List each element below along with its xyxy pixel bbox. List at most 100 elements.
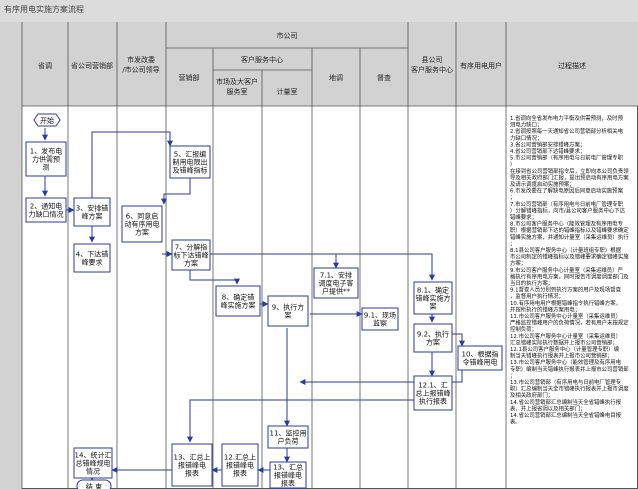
- process-description: 1.省调向全省发布电力平衡及供需预测，及时预测电力缺口；2.省调按照每一天通知省…: [510, 114, 629, 426]
- node-label: 9、执行方案: [272, 303, 304, 320]
- description-line: ；: [510, 241, 515, 247]
- title-bar: 有序用电实施方案流程: [0, 0, 638, 23]
- node-label: 9.2、执行方案: [417, 330, 449, 347]
- node-label: 5、汇报编制用电限出及错峰指标: [173, 150, 208, 175]
- description-line: 13.市公司客户服务中心（能效管理及有序用电: [510, 358, 622, 366]
- description-line: 当日的执行方案；: [510, 279, 553, 287]
- description-line: 职）汇总编制当天全市错峰执行报表并上报市调度: [510, 385, 629, 393]
- node-n5: 5、汇报编制用电限出及错峰指标: [169, 145, 211, 179]
- header-county: 县公司客户服务中心: [411, 56, 453, 74]
- description-line: 力缺口情况；: [510, 134, 542, 142]
- node-n11: 11、监控用户负荷: [267, 425, 309, 449]
- node-label: 3、安排错峰方案: [76, 204, 108, 221]
- description-line: 3.省公司营销部安排错峰方案；: [510, 140, 585, 148]
- description-line: 5.市公司营销部（有序用电与日前电厂管理专职: [510, 154, 624, 162]
- description-line: 11.市公司客户服务中心计量室（采集运维员）: [510, 312, 621, 320]
- node-n2: 2、通知电力缺口情况: [25, 197, 67, 223]
- description-line: 7.市公司营销部（有序用电与日前电厂管理专职: [510, 200, 624, 208]
- edge-n5-n6: [161, 178, 191, 205]
- description-line: 12.市公司客户服务中心计量室（采集运维员）: [510, 332, 621, 340]
- node-n13a: 13、汇总上报错峰电报表: [171, 443, 213, 487]
- node-n13b: 12.汇总上报错峰电报表: [221, 443, 259, 487]
- description-line: 方案；: [510, 259, 526, 267]
- node-n92: 9.2、执行方案: [413, 323, 453, 353]
- node-label: 10、根据指令错峰用电: [462, 350, 499, 367]
- node-label: 14、统计汇总错峰规电情况: [75, 451, 112, 476]
- start-node: 开始: [33, 113, 61, 127]
- description-line: 在接到省公司营销部指令后，立即向本公司负责领: [510, 167, 629, 175]
- description-line: 表，并上报省调以及相关部门；: [510, 404, 585, 412]
- description-line: 及请示调度启动实施预案；: [510, 180, 575, 188]
- node-label: 6、同意启动有序用电方案: [125, 212, 160, 237]
- window-title: 有序用电实施方案流程: [4, 5, 84, 14]
- description-line: ）: [510, 161, 515, 168]
- description-line: 9.1督查人员分别到执行方案的用户及现场督查: [510, 286, 622, 294]
- description-line: 2.省调按照每一天通知省公司营销部分析相关电: [510, 127, 624, 135]
- header-metering: 计量室: [277, 87, 298, 96]
- header-customer-center: 客户服务中心: [241, 55, 283, 64]
- edge-n10-n11: [299, 368, 463, 385]
- edge-n7-n8: [189, 270, 240, 285]
- svg-text:开始: 开始: [40, 116, 54, 125]
- header-marketing: 营销部: [179, 73, 200, 82]
- node-label: 13、汇总上报错峰电报表: [174, 453, 211, 478]
- node-label: 13、汇总报错峰电报表: [273, 463, 303, 488]
- node-label: 8、确定错峰实施方案: [221, 293, 256, 310]
- description-line: 6.市发改委在了解缺电原因后同意启动实施预案: [510, 187, 624, 195]
- description-line: 市公司制定的错峰指标以及错峰要求确定错峰实施: [510, 253, 629, 261]
- header-city-dev: 市发改委/市公司领导: [122, 55, 159, 74]
- description-line: 10.有序用电用户根据错峰指令执行错峰方案，: [510, 299, 621, 307]
- node-n9: 9、执行方案: [267, 295, 309, 327]
- description-line: 测电力缺口；: [510, 121, 542, 129]
- description-line: 12.1县公司客户服务中心（计量管理专职）编: [510, 345, 619, 353]
- node-n91: 9.1、现场监察: [361, 307, 399, 331]
- edge-n92-n10: [450, 333, 465, 347]
- description-line: 导及相关政府部门汇报，提出预启动有序用电方案: [510, 173, 629, 181]
- description-line: ；: [510, 195, 515, 201]
- description-line: 严格监控错峰用户的负荷情况，若有用户未按规定: [510, 319, 629, 327]
- description-line: ）分解错峰指标，向市/县公司客户服务中心下达: [510, 206, 626, 214]
- node-label: 9.1、现场监察: [364, 311, 396, 328]
- description-line: 9.市公司客户服务中心计量室（采集运维员）严: [510, 266, 624, 274]
- node-n81: 8.1、确定错峰实施方案: [413, 281, 453, 315]
- node-n71: 7.1、安排调度电子客户提供**: [313, 267, 359, 299]
- node-label: 12.汇总上报错峰电报表: [224, 453, 256, 478]
- end-node: 结 束: [76, 479, 112, 489]
- node-label: 8.1、确定错峰实施方案: [416, 286, 451, 311]
- description-line: ；: [510, 373, 515, 379]
- description-line: 13.市公司营销部（有序用电与日前电厂管理专: [510, 378, 621, 386]
- svg-text:结 束: 结 束: [86, 482, 102, 489]
- description-line: 错峰要求；: [510, 213, 537, 221]
- header-user: 有序用电用户: [460, 61, 502, 70]
- description-line: 错峰实施方案，并通知计量室（采集运维员）执行: [510, 233, 629, 241]
- description-line: 14.省公司营销部汇总编制当天全省错峰执行报: [510, 398, 622, 406]
- header-description: 过程描述: [558, 61, 586, 70]
- description-line: 1.省调向全省发布电力平衡及供需预测，及时预: [510, 114, 624, 122]
- description-line: 8.1县公司客户服务中心（计量班组专职）根据: [510, 246, 622, 254]
- description-line: 格执行有序用电方案，同时报告市调度调度部门及: [510, 272, 629, 280]
- header-market-center: 市场及大客户服务室: [216, 77, 258, 96]
- description-line: 控制负荷；: [510, 325, 537, 333]
- header-dispatch: 地调: [329, 73, 343, 82]
- node-n10: 10、根据指令错峰用电: [457, 345, 503, 371]
- node-n14: 14、统计汇总错峰规电情况: [73, 447, 113, 479]
- node-n7: 7、分解指标下达错峰方案: [171, 239, 211, 271]
- header-province-dispatch: 省调: [38, 61, 52, 70]
- node-label: 11、监控用户负荷: [270, 429, 307, 446]
- node-n6: 6、同意启动有序用电方案: [121, 205, 163, 243]
- swimlane-diagram: 市公司 客户服务中心 省调 省公司营销部 市发改委/市公司领导 营销部 市场及大…: [0, 22, 638, 489]
- node-n12: 12.1、汇总上报错峰执行报表: [413, 375, 453, 411]
- node-label: 7.1、安排调度电子客户提供**: [319, 271, 354, 296]
- header-city-company: 市公司: [277, 31, 298, 40]
- node-n3: 3、安排错峰方案: [73, 197, 111, 227]
- description-line: 并按所执行的错峰方案用电；: [510, 305, 580, 313]
- node-n4: 4、下达错峰要求: [73, 243, 111, 273]
- header-province-marketing: 省公司营销部: [71, 61, 113, 70]
- edge-n12-n13a: [187, 399, 414, 443]
- description-line: 制当天错峰执行报表并上报市公司营销部；: [510, 352, 612, 360]
- node-n8: 8、确定错峰实施方案: [215, 285, 261, 317]
- description-line: 及相关政府部门；: [510, 391, 553, 399]
- node-label: 12.1、汇总上报错峰执行报表: [416, 382, 451, 406]
- description-line: 表。: [510, 418, 521, 426]
